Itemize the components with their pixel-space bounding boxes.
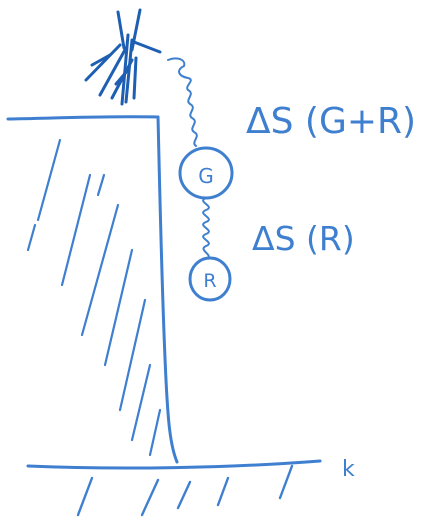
spring-upper xyxy=(167,57,198,147)
ground-hatching xyxy=(76,464,294,517)
mass-r-label: R xyxy=(203,270,216,292)
label-delta-s-gr: ΔS (G+R) xyxy=(246,101,416,142)
spring-lower xyxy=(202,197,210,259)
person-icon xyxy=(84,8,162,106)
mass-g: G xyxy=(178,146,234,200)
mass-r: R xyxy=(188,256,232,302)
cliff-hatching xyxy=(26,138,162,457)
ground xyxy=(26,459,322,517)
label-delta-s-r: ΔS (R) xyxy=(252,219,355,258)
ground-line xyxy=(26,459,322,470)
cliff xyxy=(6,115,179,464)
mass-g-label: G xyxy=(198,164,214,188)
cliff-top-edge xyxy=(6,115,160,121)
cliff-face xyxy=(156,115,179,464)
ground-mark: k xyxy=(342,457,355,482)
